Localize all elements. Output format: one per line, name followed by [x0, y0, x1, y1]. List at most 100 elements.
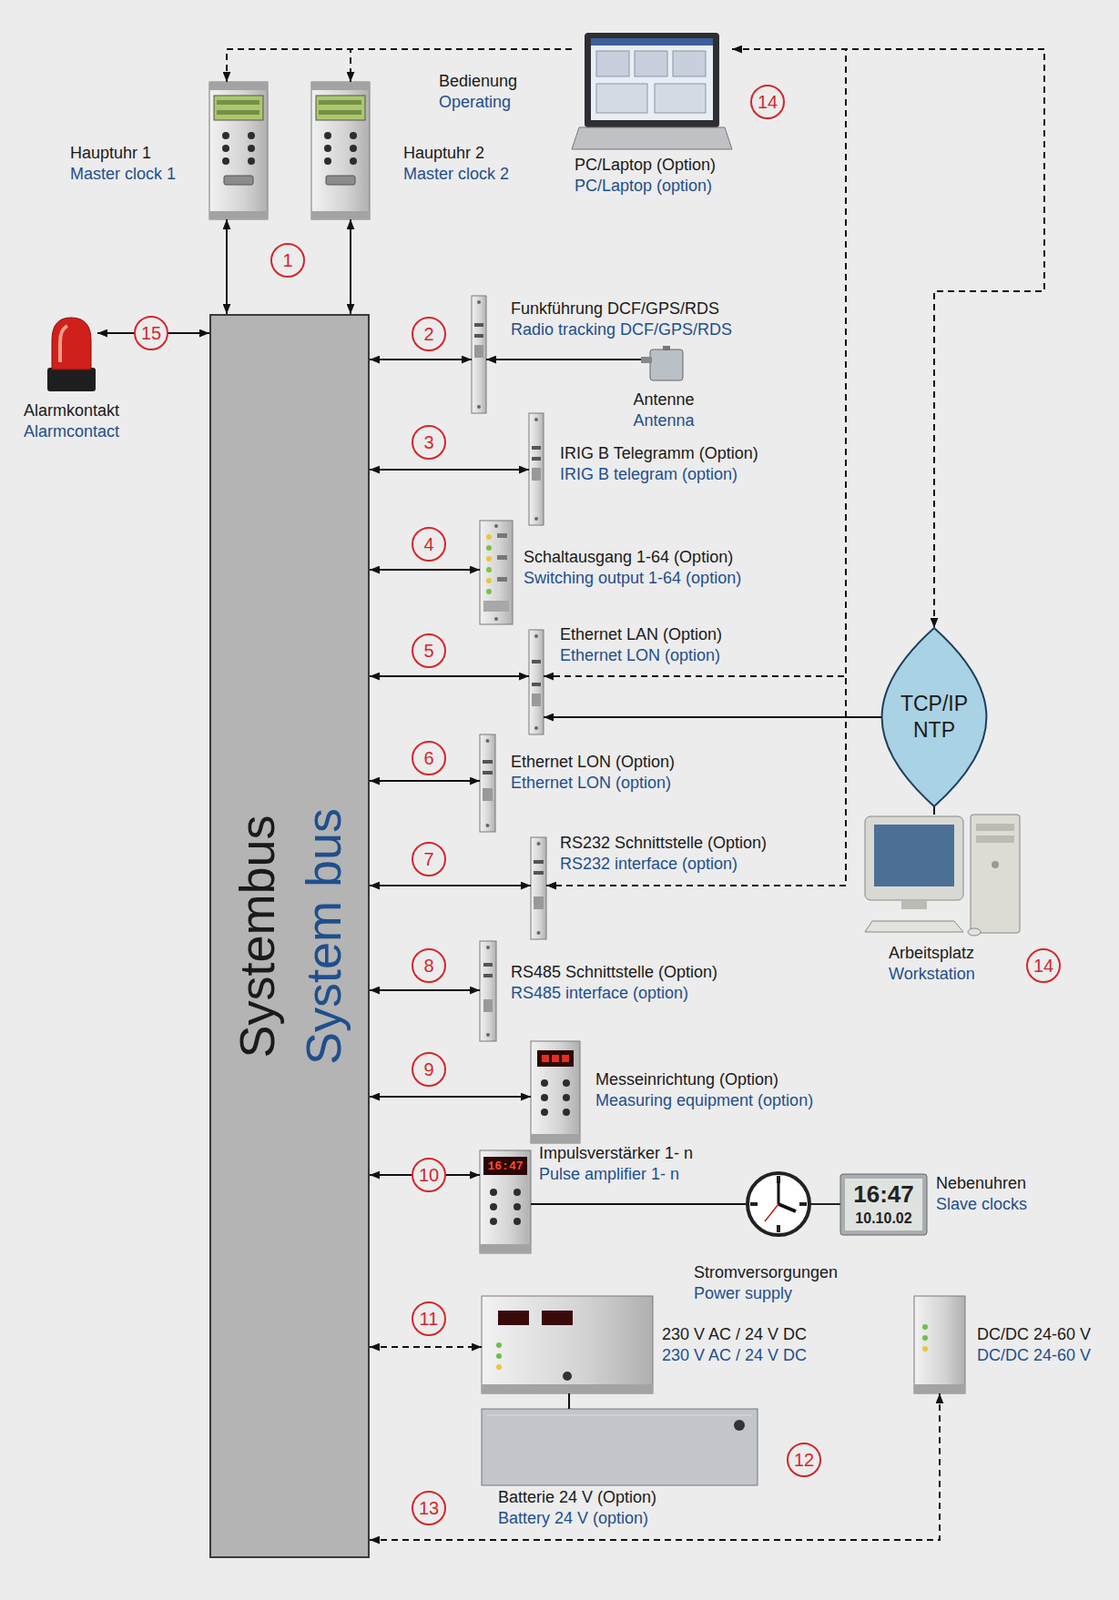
label-group: DC/DC 24-60 VDC/DC 24-60 V — [976, 1324, 1091, 1367]
callout-number: 3 — [411, 425, 447, 460]
slave-clocks-picture — [750, 1202, 758, 1207]
power-supply-picture — [496, 1364, 502, 1371]
rs232-module-picture — [537, 842, 541, 846]
laptop-picture — [584, 32, 720, 128]
pulse-amplifier-picture — [513, 1218, 521, 1226]
caption-text: Bedienung — [438, 71, 518, 92]
master-clock-unit — [324, 144, 332, 153]
measuring-module-picture — [540, 1079, 549, 1088]
node-text: Pulse amplifier 1- n — [539, 1164, 693, 1186]
workstation-picture — [976, 823, 1015, 832]
battery-picture — [481, 1409, 758, 1486]
slave-clocks-picture — [747, 1173, 927, 1236]
connector — [568, 1393, 570, 1410]
node-text: Messeinrichtung (Option) — [595, 1069, 814, 1091]
node-text: Switching output 1-64 (option) — [523, 568, 742, 590]
master-clock-unit — [222, 144, 230, 153]
rs232-module-picture — [537, 931, 541, 936]
node-text: Alarmkontakt — [23, 400, 120, 422]
ethernet-module-picture — [486, 823, 490, 828]
connector — [369, 358, 472, 361]
power-supply-picture — [496, 1342, 502, 1349]
label-group: ArbeitsplatzWorkstation — [888, 943, 976, 986]
connector — [933, 806, 936, 815]
label-group: TCP/IP NTP — [881, 628, 987, 807]
connector — [530, 1203, 746, 1206]
laptop-picture — [596, 83, 648, 113]
dcdc-picture — [922, 1335, 928, 1342]
master-clock-unit — [318, 100, 362, 105]
pulse-amplifier-picture — [513, 1189, 521, 1197]
label-group: Funkführung DCF/GPS/RDSRadio tracking DC… — [510, 298, 733, 341]
irig-module-picture — [534, 517, 539, 521]
rs232-module-picture — [533, 896, 544, 910]
rs232-module-picture — [533, 871, 544, 875]
callout-number: 13 — [411, 1491, 447, 1526]
laptop-picture — [571, 127, 733, 150]
clock-display: 10.10.02 — [845, 1209, 922, 1230]
node-text: Battery 24 V (option) — [498, 1508, 657, 1530]
pulse-amplifier-picture — [489, 1189, 498, 1197]
callout-number: 9 — [411, 1052, 447, 1088]
node-text: Ethernet LON (Option) — [510, 752, 675, 774]
dashed-connector — [226, 49, 572, 82]
ethernet-module-picture — [528, 630, 544, 735]
ethernet-module-picture — [531, 693, 541, 707]
node-text: DC/DC 24-60 V — [976, 1324, 1091, 1346]
measuring-module-picture — [562, 1079, 570, 1088]
ethernet-module: Ethernet LON (Option)Ethernet LON (optio… — [479, 734, 496, 833]
label-group: Messeinrichtung (Option)Measuring equipm… — [595, 1069, 814, 1112]
node-text: Ethernet LON (option) — [559, 645, 723, 667]
switching-module-picture — [494, 617, 499, 621]
label-group: 230 V AC / 24 V DC230 V AC / 24 V DC — [661, 1324, 807, 1367]
workstation-picture — [874, 824, 955, 887]
label-group: AntenneAntenna — [632, 389, 694, 432]
pulse-amplifier-picture — [483, 1157, 528, 1176]
slave-clocks-picture — [776, 1225, 781, 1233]
master-clock-unit — [318, 110, 362, 115]
bus-title: Systembus — [229, 814, 285, 1058]
measuring-module-picture — [562, 1108, 570, 1117]
master-clock-unit — [216, 100, 260, 105]
rs485-module-picture — [486, 946, 490, 950]
node-text: PC/Laptop (option) — [574, 175, 716, 197]
connector — [369, 1096, 531, 1099]
dcdc-picture — [922, 1346, 928, 1353]
dcdc-picture — [922, 1324, 928, 1331]
node-text: Hauptuhr 2 — [403, 142, 509, 164]
callout-number: 15 — [133, 315, 169, 351]
irig-module-picture — [528, 413, 544, 526]
callout-number: 14 — [1026, 948, 1061, 984]
label-group: PC/Laptop (Option)PC/Laptop (option) — [574, 154, 716, 197]
master-clock-unit — [311, 211, 370, 220]
master-clock-unit — [325, 175, 356, 185]
measuring-module-picture — [540, 1094, 549, 1102]
callout-number: 1 — [270, 243, 306, 278]
alarm-beacon-picture — [60, 325, 68, 363]
node-text: Schaltausgang 1-64 (Option) — [523, 547, 742, 569]
dcdc-picture — [914, 1296, 966, 1394]
switching-module-picture — [497, 555, 508, 560]
connector — [486, 358, 641, 361]
ethernet-module-picture — [531, 660, 541, 664]
dashed-connector — [369, 1393, 940, 1541]
label-group: Schaltausgang 1-64 (Option)Switching out… — [523, 547, 742, 590]
rs485-module-picture — [483, 963, 493, 967]
laptop-picture — [634, 50, 668, 77]
workstation-picture — [901, 900, 927, 910]
master-clock-unit — [311, 81, 370, 91]
switching-module-picture — [486, 578, 492, 584]
slave-clocks-picture — [809, 1203, 841, 1206]
ethernet-module-picture — [534, 634, 539, 639]
node-text: Alarmcontact — [23, 421, 120, 443]
switching-module-picture — [486, 556, 492, 562]
rs485-module: RS485 Schnittstelle (Option)RS485 interf… — [479, 941, 497, 1042]
node-text: 230 V AC / 24 V DC — [661, 1324, 807, 1346]
pulse-amplifier-picture — [479, 1150, 531, 1254]
node-text: Master clock 1 — [70, 163, 176, 185]
clock-display: 16:47 — [845, 1180, 922, 1209]
master-clock: Hauptuhr 1Master clock 1 — [209, 81, 268, 220]
ethernet-module-picture — [531, 682, 541, 687]
ethernet-module-picture — [528, 630, 544, 735]
switching-module-picture — [486, 589, 492, 595]
